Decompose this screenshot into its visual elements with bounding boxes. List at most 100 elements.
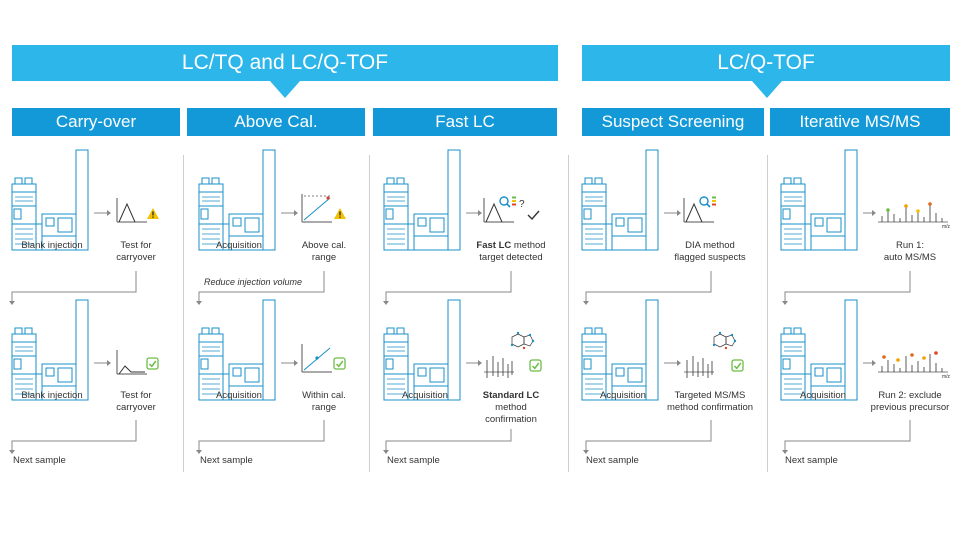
banner-left-arrow bbox=[270, 81, 300, 98]
label-line: Above cal. bbox=[301, 240, 347, 251]
header-label: Carry-over bbox=[55, 112, 137, 131]
next-sample-label: Next sample bbox=[785, 455, 838, 466]
reduce-injection-note: Reduce injection volume bbox=[204, 277, 303, 287]
header-label: Above Cal. bbox=[234, 112, 318, 131]
header-fast-lc: Fast LC bbox=[373, 108, 557, 136]
ms-spectrum-icon bbox=[483, 355, 515, 379]
lc-ms-instrument-icon bbox=[11, 149, 89, 251]
next-sample-label: Next sample bbox=[13, 455, 66, 466]
label-line: method bbox=[495, 402, 527, 413]
step-label: Blank injection bbox=[21, 390, 83, 401]
header-label: Iterative MS/MS bbox=[799, 112, 921, 131]
column-divider bbox=[767, 155, 768, 472]
header-iterative-msms: Iterative MS/MS bbox=[770, 108, 950, 136]
step-label: Run 1:auto MS/MS bbox=[868, 240, 952, 264]
label-line: Run 2: exclude bbox=[878, 390, 942, 401]
next-sample-label: Next sample bbox=[200, 455, 253, 466]
header-label: Fast LC bbox=[435, 112, 495, 131]
mz-unit-label: m/z bbox=[942, 374, 951, 380]
lc-ms-instrument-icon bbox=[383, 299, 461, 401]
label-line: Test for bbox=[120, 390, 152, 401]
lc-ms-instrument-icon bbox=[780, 299, 858, 401]
label-line: flagged suspects bbox=[674, 252, 746, 263]
checkmark-icon bbox=[527, 210, 540, 221]
label-line: method bbox=[511, 240, 546, 251]
label-line: range bbox=[311, 402, 337, 413]
step-label: Acquisition bbox=[600, 390, 646, 401]
step-label: Above cal.range bbox=[288, 240, 360, 264]
lc-ms-instrument-icon bbox=[11, 299, 89, 401]
magnifier-icon bbox=[499, 195, 517, 208]
small-peak-chromatogram-icon bbox=[116, 349, 148, 375]
peak-chromatogram-icon bbox=[483, 197, 515, 223]
ms-peaks-icon bbox=[877, 203, 949, 223]
label-line: Test for bbox=[120, 240, 152, 251]
header-suspect-screening: Suspect Screening bbox=[582, 108, 764, 136]
header-carry-over: Carry-over bbox=[12, 108, 180, 136]
label-line: carryover bbox=[116, 252, 156, 263]
peak-chromatogram-icon bbox=[683, 197, 715, 223]
label-line: confirmation bbox=[485, 414, 537, 425]
step-label: Blank injection bbox=[21, 240, 83, 251]
step-label: Acquisition bbox=[800, 390, 846, 401]
ms-spectrum-icon bbox=[683, 355, 715, 379]
banner-lc-tq-qtof: LC/TQ and LC/Q-TOF bbox=[12, 45, 558, 81]
banner-right-label: LC/Q-TOF bbox=[717, 51, 815, 74]
banner-left-label: LC/TQ and LC/Q-TOF bbox=[181, 51, 389, 74]
label-line: DIA method bbox=[685, 240, 735, 251]
check-box-icon bbox=[146, 357, 159, 370]
label-line: Run 1: bbox=[896, 240, 924, 251]
label-line: target detected bbox=[479, 252, 543, 263]
lc-ms-instrument-icon bbox=[198, 299, 276, 401]
label-bold: Fast LC bbox=[476, 240, 512, 251]
step-label: Acquisition bbox=[402, 390, 448, 401]
excluded-precursor-markers bbox=[882, 351, 938, 362]
banner-right-arrow bbox=[752, 81, 782, 98]
lc-ms-instrument-icon bbox=[581, 149, 659, 251]
next-sample-label: Next sample bbox=[586, 455, 639, 466]
label-line: Targeted MS/MS bbox=[674, 390, 746, 401]
svg-text:?: ? bbox=[519, 199, 525, 210]
label-line: previous precursor bbox=[870, 402, 950, 413]
column-divider bbox=[183, 155, 184, 472]
label-bold: Standard LC bbox=[482, 390, 540, 401]
label-line: range bbox=[311, 252, 337, 263]
peak-chromatogram-icon bbox=[116, 197, 148, 223]
mz-unit-label: m/z bbox=[942, 224, 951, 230]
molecule-structure-icon bbox=[510, 331, 535, 350]
label-line: Within cal. bbox=[302, 390, 346, 401]
check-box-icon bbox=[731, 359, 744, 372]
lc-ms-instrument-icon bbox=[383, 149, 461, 251]
lc-ms-instrument-icon bbox=[581, 299, 659, 401]
column-divider bbox=[369, 155, 370, 472]
header-label: Suspect Screening bbox=[601, 112, 745, 131]
column-divider bbox=[568, 155, 569, 472]
lc-ms-instrument-icon bbox=[780, 149, 858, 251]
check-box-icon bbox=[333, 357, 346, 370]
warning-triangle-icon bbox=[334, 208, 346, 219]
magnifier-icon bbox=[699, 195, 717, 208]
step-label: Within cal.range bbox=[288, 390, 360, 414]
step-label: Acquisition bbox=[216, 240, 262, 251]
lc-ms-instrument-icon bbox=[198, 149, 276, 251]
banner-lc-qtof: LC/Q-TOF bbox=[582, 45, 950, 81]
warning-triangle-icon bbox=[147, 208, 159, 219]
step-label: Acquisition bbox=[216, 390, 262, 401]
label-line: auto MS/MS bbox=[883, 252, 937, 263]
precursor-markers bbox=[886, 202, 932, 213]
header-above-cal: Above Cal. bbox=[187, 108, 365, 136]
label-line: method confirmation bbox=[666, 402, 754, 413]
next-sample-label: Next sample bbox=[387, 455, 440, 466]
check-box-icon bbox=[529, 359, 542, 372]
label-line: carryover bbox=[116, 402, 156, 413]
molecule-structure-icon bbox=[712, 331, 737, 350]
ms-peaks-icon bbox=[877, 353, 949, 373]
